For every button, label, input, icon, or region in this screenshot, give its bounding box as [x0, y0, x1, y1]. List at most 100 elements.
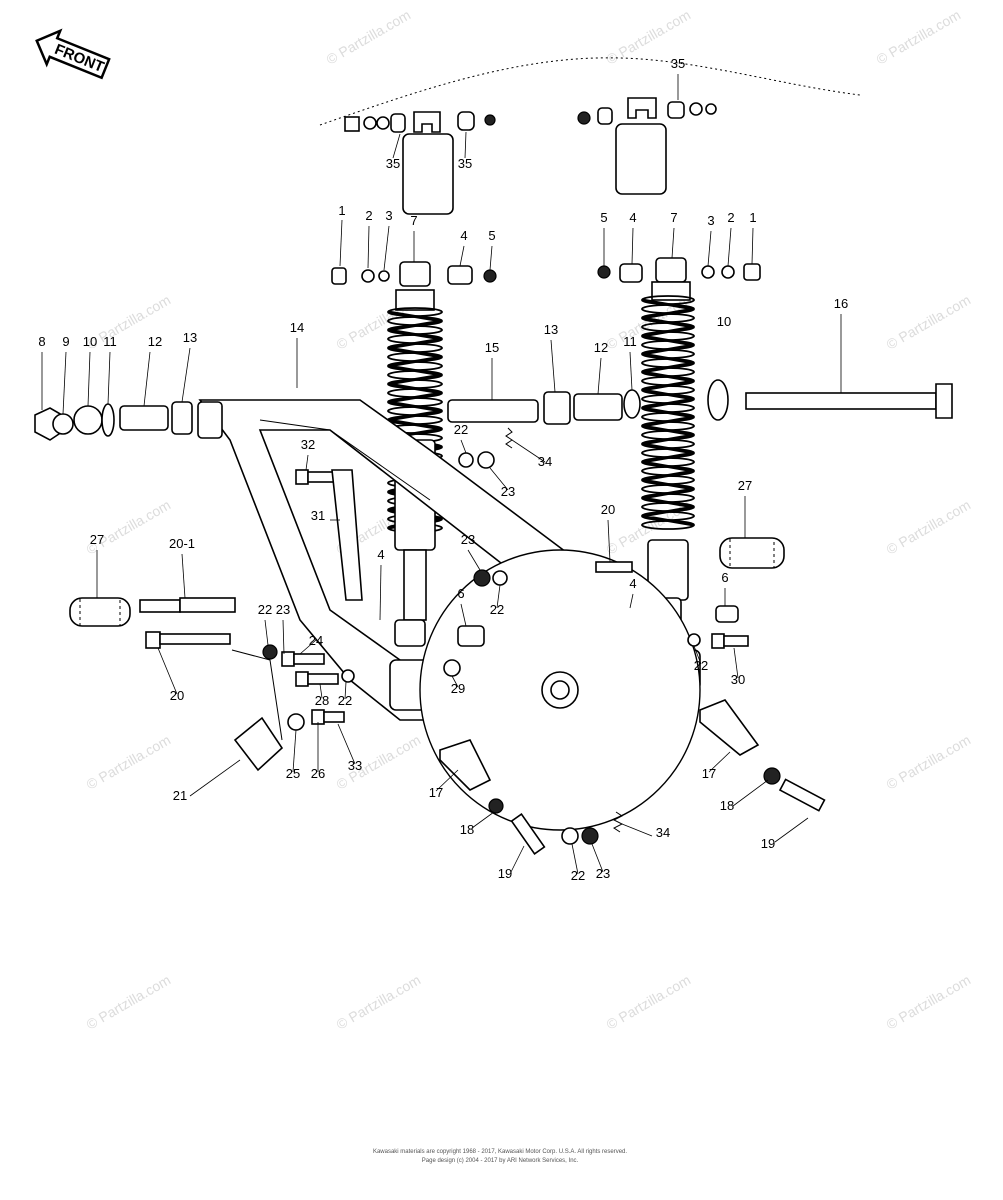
watermark-text: © Partzilla.com — [324, 7, 414, 68]
callout-4: 4 — [629, 210, 636, 225]
callout-20: 20 — [601, 502, 615, 517]
watermark-text: © Partzilla.com — [874, 7, 964, 68]
callout-4: 4 — [629, 576, 636, 591]
callout-34: 34 — [538, 454, 552, 469]
callout-21: 21 — [173, 788, 187, 803]
callout-24: 24 — [309, 633, 323, 648]
callout-20: 20 — [170, 688, 184, 703]
copyright-line-1: Kawasaki materials are copyright 1968 - … — [373, 1149, 627, 1155]
callout-19: 19 — [761, 836, 775, 851]
adjuster-left-27 — [69, 597, 131, 627]
copyright-line-2: Page design (c) 2004 - 2017 by ARI Netwo… — [422, 1158, 579, 1164]
watermark-text: © Partzilla.com — [884, 497, 974, 558]
shock-cover-right — [615, 123, 667, 195]
brake-panel — [419, 549, 701, 831]
callout-33: 33 — [348, 758, 362, 773]
stopper-31 — [331, 469, 363, 601]
callout-8: 8 — [38, 334, 45, 349]
callout-19: 19 — [498, 866, 512, 881]
callout-20-1: 20-1 — [169, 536, 195, 551]
middle-axle-parts — [447, 379, 729, 425]
callout-35: 35 — [386, 156, 400, 171]
spacer-15 — [447, 399, 539, 423]
callout-22: 22 — [338, 693, 352, 708]
callout-3: 3 — [385, 208, 392, 223]
callout-10: 10 — [83, 334, 97, 349]
callout-22: 22 — [490, 602, 504, 617]
callout-30: 30 — [731, 672, 745, 687]
callout-26: 26 — [311, 766, 325, 781]
callout-16: 16 — [834, 296, 848, 311]
callout-2: 2 — [727, 210, 734, 225]
callout-28: 28 — [315, 693, 329, 708]
callout-12: 12 — [148, 334, 162, 349]
callout-5: 5 — [488, 228, 495, 243]
callout-34: 34 — [656, 825, 670, 840]
watermark-text: © Partzilla.com — [84, 497, 174, 558]
axle-bolt-16 — [745, 383, 953, 419]
callout-22: 22 — [454, 422, 468, 437]
callout-1: 1 — [749, 210, 756, 225]
watermark-text: © Partzilla.com — [84, 972, 174, 1033]
watermark-layer: © Partzilla.com © Partzilla.com © Partzill… — [84, 7, 974, 1033]
callout-5: 5 — [600, 210, 607, 225]
callout-23: 23 — [596, 866, 610, 881]
callout-31: 31 — [311, 508, 325, 523]
callout-7: 7 — [410, 213, 417, 228]
adjuster-right-27 — [719, 537, 785, 569]
callout-22: 22 — [571, 868, 585, 883]
callout-9: 9 — [62, 334, 69, 349]
callout-25: 25 — [286, 766, 300, 781]
callout-23: 23 — [276, 602, 290, 617]
watermark-text: © Partzilla.com — [884, 292, 974, 353]
leader-lines — [41, 74, 842, 875]
watermark-text: © Partzilla.com — [884, 732, 974, 793]
bracket-21 — [231, 649, 284, 772]
top-left-hardware — [344, 111, 496, 215]
watermark-text: © Partzilla.com — [84, 732, 174, 793]
callout-4: 4 — [377, 547, 384, 562]
adjuster-plate-17 — [439, 699, 760, 791]
callout-18: 18 — [720, 798, 734, 813]
callout-2: 2 — [365, 208, 372, 223]
callout-27: 27 — [738, 478, 752, 493]
callout-11: 11 — [623, 334, 637, 349]
callout-14: 14 — [290, 320, 304, 335]
watermark-text: © Partzilla.com — [604, 972, 694, 1033]
callout-6: 6 — [721, 570, 728, 585]
callout-10: 10 — [717, 314, 731, 329]
callout-13: 13 — [544, 322, 558, 337]
callout-22: 22 — [258, 602, 272, 617]
callout-6: 6 — [457, 586, 464, 601]
watermark-text: © Partzilla.com — [884, 972, 974, 1033]
callout-1: 1 — [338, 203, 345, 218]
right-shock-absorber — [597, 257, 761, 629]
left-axle-parts — [34, 401, 223, 441]
callout-4: 4 — [460, 228, 467, 243]
springs-34 — [505, 427, 624, 833]
frame-outline-line — [319, 57, 861, 126]
callout-35: 35 — [458, 156, 472, 171]
front-arrow: FRONT — [35, 28, 111, 80]
callout-32: 32 — [301, 437, 315, 452]
callout-27: 27 — [90, 532, 104, 547]
callout-17: 17 — [429, 785, 443, 800]
callout-7: 7 — [670, 210, 677, 225]
callout-13: 13 — [183, 330, 197, 345]
callout-12: 12 — [594, 340, 608, 355]
callout-15: 15 — [485, 340, 499, 355]
watermark-text: © Partzilla.com — [334, 972, 424, 1033]
washers-nuts — [262, 451, 781, 845]
callout-23: 23 — [461, 532, 475, 547]
callout-17: 17 — [702, 766, 716, 781]
callout-11: 11 — [103, 334, 117, 349]
callout-29: 29 — [451, 681, 465, 696]
top-right-hardware — [577, 97, 717, 195]
callout-23: 23 — [501, 484, 515, 499]
callout-35: 35 — [671, 56, 685, 71]
callout-22: 22 — [694, 658, 708, 673]
callout-18: 18 — [460, 822, 474, 837]
callout-3: 3 — [707, 213, 714, 228]
